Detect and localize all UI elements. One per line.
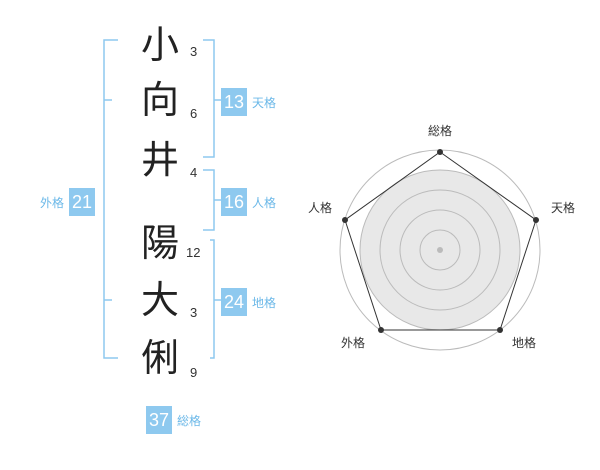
- radar-chart: 総格 天格 地格 外格 人格: [308, 123, 575, 351]
- radar-point-right: [533, 217, 539, 223]
- jinkaku: 16 人格: [221, 188, 276, 216]
- stroke-count-1: 3: [190, 44, 198, 59]
- radar-grid-circle: [419, 229, 461, 271]
- radar-label-bottom-right: 地格: [512, 335, 536, 350]
- chikaku-value: 24: [221, 288, 247, 316]
- radar-point-top: [437, 149, 443, 155]
- name-char-1: 小: [140, 23, 179, 67]
- radar-grid-circle: [399, 209, 481, 291]
- jinkaku-label: 人格: [252, 195, 277, 210]
- chikaku-label: 地格: [252, 295, 277, 310]
- tenkaku: 13 天格: [221, 88, 276, 116]
- name-char-4: 陽: [140, 221, 179, 265]
- tenkaku-bracket: [203, 39, 215, 158]
- radar-grid-circle: [379, 189, 501, 311]
- stroke-count-2: 6: [190, 106, 198, 121]
- radar-polygon: [344, 151, 537, 331]
- chikaku: 24 地格: [221, 288, 276, 316]
- name-char-2: 向: [140, 78, 179, 122]
- stroke-count-5: 3: [190, 305, 198, 320]
- stroke-count-3: 4: [190, 165, 198, 180]
- radar-point-left: [342, 217, 348, 223]
- tenkaku-label: 天格: [252, 95, 277, 110]
- jinkaku-value: 16: [221, 188, 247, 216]
- soukaku: 37 総格: [146, 406, 201, 434]
- radar-point-bottom-left: [378, 327, 384, 333]
- name-char-5: 大: [140, 278, 179, 322]
- gaikaku-label: 外格: [40, 195, 65, 210]
- jinkaku-bracket: [203, 169, 215, 231]
- stroke-count-4: 12: [186, 245, 201, 260]
- soukaku-label: 総格: [177, 413, 202, 428]
- gaikaku: 外格 21: [40, 188, 96, 216]
- stroke-count-6: 9: [190, 365, 198, 380]
- tenkaku-value: 13: [221, 88, 247, 116]
- radar-label-left: 人格: [308, 200, 332, 215]
- soukaku-value: 37: [146, 406, 172, 434]
- gaikaku-value: 21: [69, 188, 96, 216]
- radar-label-right: 天格: [551, 200, 575, 215]
- gaikaku-bracket: [103, 39, 118, 359]
- radar-point-bottom-right: [497, 327, 503, 333]
- radar-label-top: 総格: [428, 123, 452, 138]
- name-char-6: 俐: [140, 336, 179, 380]
- radar-label-bottom-left: 外格: [341, 335, 365, 350]
- chikaku-bracket: [210, 239, 215, 359]
- name-char-3: 井: [140, 138, 179, 182]
- radar-center-dot: [437, 247, 443, 253]
